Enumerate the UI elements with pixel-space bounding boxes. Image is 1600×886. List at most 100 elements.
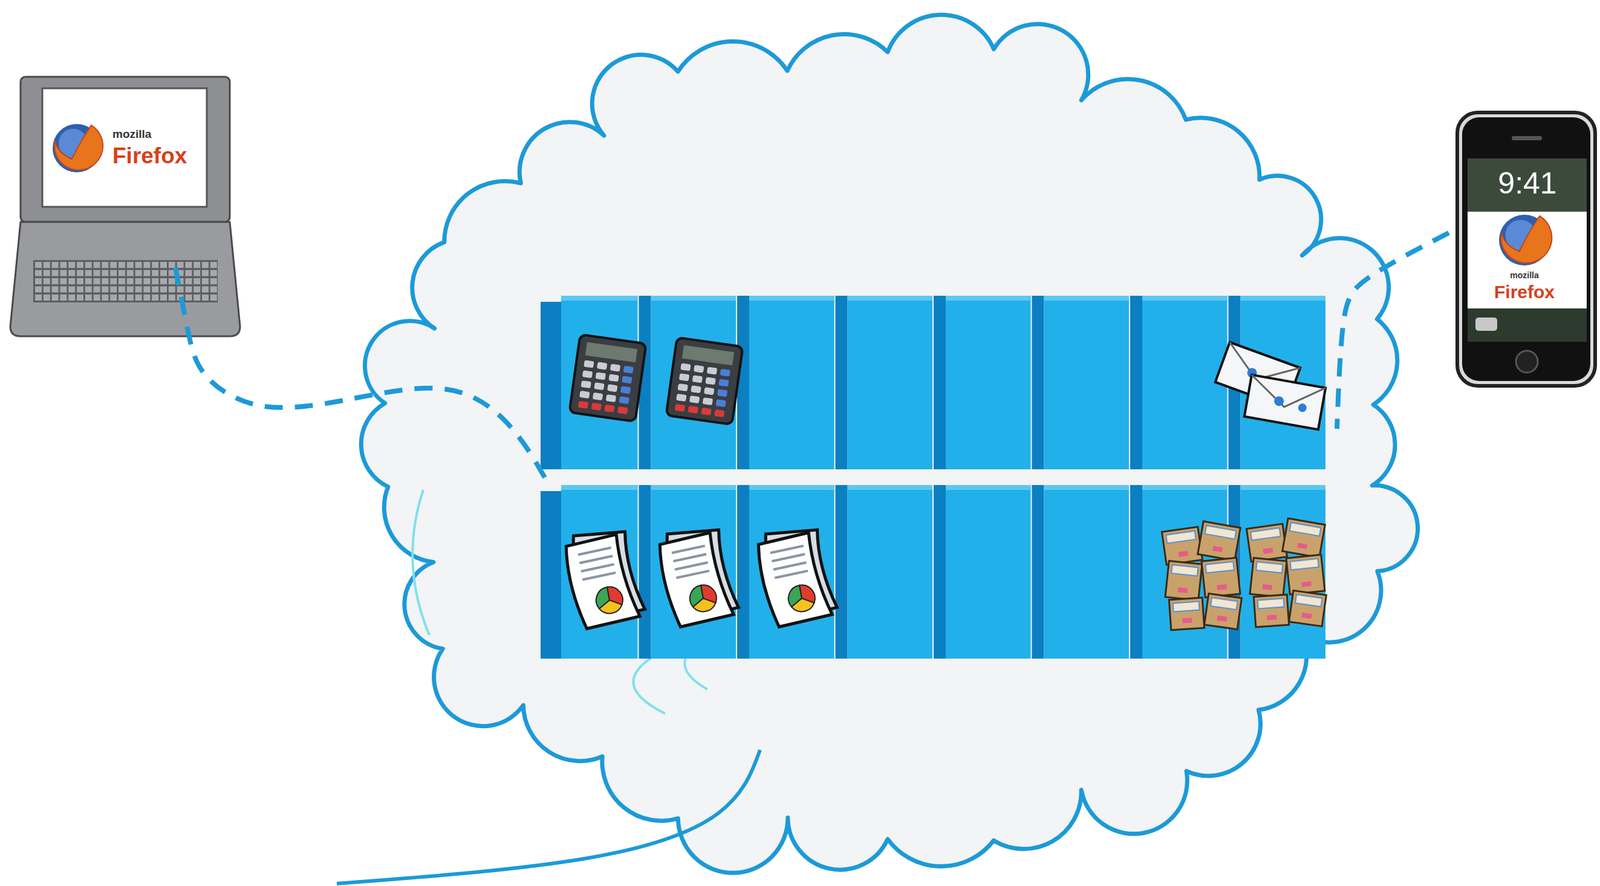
laptop-key (43, 270, 51, 277)
laptop-key (93, 261, 101, 268)
calculator-key (580, 380, 591, 389)
laptop-key (43, 286, 51, 293)
phone-body (1457, 112, 1596, 386)
filing-box-body (1282, 518, 1326, 558)
laptop-key (160, 278, 167, 285)
filing-papers (1171, 564, 1198, 576)
phone-screen-top (1467, 158, 1587, 212)
server-block (540, 295, 638, 470)
server-highlight (945, 484, 1031, 490)
document-text-line (674, 562, 708, 570)
server-front (1044, 295, 1130, 470)
laptop-key (43, 294, 51, 301)
filing-box-body (1286, 554, 1325, 595)
filing-box-body (1204, 593, 1243, 629)
filing-cabinet-icon (1246, 518, 1327, 628)
laptop-key (151, 294, 159, 301)
calculator-key (680, 362, 691, 371)
document-text-line (772, 562, 807, 570)
laptop-key (201, 270, 209, 277)
calculator-key (676, 393, 687, 402)
filing-cabinet-icon (1161, 521, 1242, 631)
logo-fox (54, 125, 103, 170)
laptop-key (101, 270, 109, 277)
calculator-key (714, 409, 725, 418)
laptop-key (110, 270, 117, 277)
laptop-key (210, 278, 218, 285)
calculator-key (605, 394, 617, 403)
laptop-key (52, 294, 59, 301)
product-label: Firefox (1494, 281, 1555, 302)
calculator-key (715, 399, 726, 407)
document-icon (754, 524, 839, 629)
server-highlight (1240, 484, 1327, 490)
laptop-key (177, 261, 184, 268)
calculator-key (692, 374, 703, 383)
laptop-key (85, 261, 92, 268)
server-highlight (1044, 295, 1130, 301)
document-text-line (578, 547, 612, 555)
document-text-line (673, 553, 707, 562)
calculator-key (617, 406, 628, 415)
laptop-key (201, 286, 209, 293)
laptop-key (59, 278, 67, 285)
logo-fox (1500, 215, 1552, 264)
laptop-key (151, 270, 159, 277)
server-side (835, 295, 848, 470)
laptop-key (126, 278, 134, 285)
phone-bezel (1462, 117, 1591, 381)
calculator-key (718, 378, 729, 387)
filing-papers (1165, 530, 1196, 544)
filing-box (1165, 560, 1203, 600)
filing-box-body (1249, 557, 1287, 597)
filing-tab (1216, 584, 1227, 591)
pie-slice (687, 585, 704, 608)
filing-tab (1212, 545, 1223, 553)
filing-papers (1289, 522, 1322, 536)
filing-box (1282, 518, 1326, 558)
filing-tab (1262, 547, 1273, 554)
phone (1457, 112, 1596, 386)
server-block (1130, 295, 1228, 470)
envelope-body (1244, 374, 1326, 430)
server-side (933, 295, 946, 470)
laptop-key (143, 261, 150, 268)
laptop-key (35, 294, 42, 301)
calculator-key (621, 375, 632, 384)
document-text-line (580, 564, 614, 572)
server-front (1240, 295, 1327, 470)
firefox-logo (1499, 214, 1552, 266)
laptop-key (35, 278, 42, 285)
laptop-key (59, 270, 67, 277)
filing-tab (1266, 614, 1278, 620)
laptop-key (85, 294, 92, 301)
filing-box-body (1289, 590, 1327, 626)
server-highlight (1142, 484, 1228, 490)
filing-papers (1210, 597, 1238, 610)
document-page (657, 530, 735, 629)
laptop-key (118, 294, 126, 301)
cloud-detail (633, 653, 666, 714)
laptop-key (118, 286, 126, 293)
laptop-key (101, 261, 109, 268)
laptop-key (85, 286, 92, 293)
filing-box (1197, 521, 1241, 561)
laptop-key (151, 278, 159, 285)
filing-box (1168, 597, 1204, 631)
filing-box (1249, 557, 1287, 597)
phone-screen-mid (1467, 211, 1587, 309)
laptop-key (193, 294, 201, 301)
laptop-key (68, 278, 75, 285)
filing-tab (1182, 617, 1193, 623)
clock-label: 9:41 (1497, 166, 1557, 201)
filing-papers (1295, 594, 1323, 607)
brand-label: mozilla (1509, 270, 1539, 280)
filing-box-body (1165, 560, 1203, 600)
server-side (540, 491, 562, 659)
server-highlight (1240, 295, 1327, 301)
server-side (1032, 484, 1045, 659)
calculator-key (689, 395, 700, 404)
laptop-key (126, 294, 134, 301)
laptop-key (52, 286, 59, 293)
server-block (933, 295, 1031, 470)
